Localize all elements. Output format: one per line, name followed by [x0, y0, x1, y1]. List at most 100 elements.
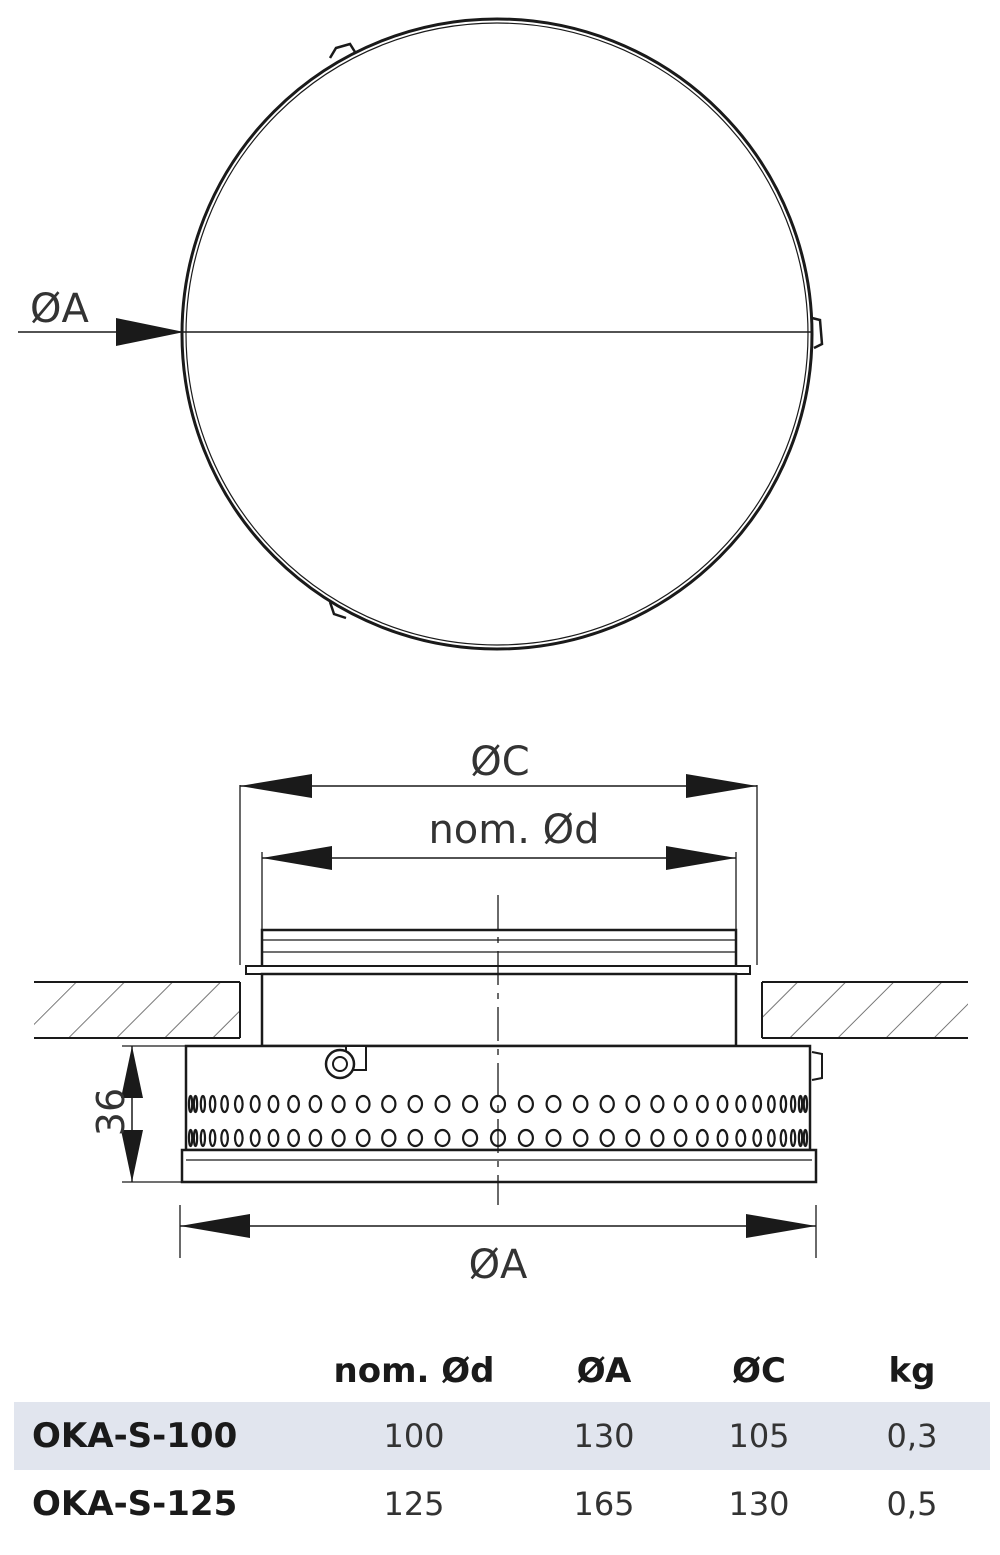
perforation-hole	[572, 1128, 589, 1148]
perforation-hole	[208, 1128, 217, 1148]
perforation-hole	[434, 1128, 451, 1148]
dimension-c: ØC	[240, 739, 757, 798]
dim-a-label: ØA	[469, 1242, 528, 1288]
d-cell: 125	[383, 1485, 445, 1523]
perforation-hole	[267, 1094, 280, 1114]
dimension-height: 36	[89, 1045, 186, 1183]
technical-drawing: ØA ØC nom. Ød	[18, 17, 968, 1288]
perforation-hole	[381, 1128, 397, 1148]
perforation-hole	[673, 1094, 688, 1114]
perforation-hole	[308, 1094, 323, 1114]
perforation-hole	[625, 1128, 641, 1148]
perforation-hole	[220, 1128, 230, 1148]
diameter-arrow	[116, 318, 184, 346]
perforation-hole	[802, 1094, 809, 1114]
top-diameter-label: ØA	[30, 286, 89, 332]
dim-d-label: nom. Ød	[428, 807, 599, 853]
perforation-hole	[287, 1094, 301, 1114]
perforation-hole	[752, 1128, 763, 1148]
perforation-hole	[696, 1094, 709, 1114]
perforation-hole	[249, 1128, 261, 1148]
perforation-hole	[797, 1128, 804, 1148]
clip-tab-top	[328, 42, 357, 59]
spec-table: nom. Ød ØA ØC kg OKA-S-100 100 130 105 0…	[14, 1340, 990, 1538]
perforation-hole	[233, 1128, 244, 1148]
inner-ring	[185, 22, 809, 646]
perforation-hole	[220, 1094, 230, 1114]
perforation-hole	[673, 1128, 688, 1148]
kg-cell: 0,3	[834, 1402, 990, 1470]
top-view: ØA	[18, 17, 824, 651]
perforation-hole	[407, 1128, 424, 1148]
perforation-hole	[779, 1128, 788, 1148]
perforation-hole	[779, 1094, 788, 1114]
table-row: OKA-S-100 100 130 105 0,3	[14, 1402, 990, 1470]
perforation-hole	[752, 1094, 763, 1114]
perforation-hole	[767, 1094, 776, 1114]
side-view: ØC nom. Ød	[34, 739, 968, 1288]
perforation-hole	[434, 1094, 451, 1114]
clip-tab-bottom	[328, 601, 347, 620]
perforation-hole	[797, 1094, 804, 1114]
perforation-hole	[696, 1128, 709, 1148]
clip-tab-right	[811, 316, 824, 350]
header-a: ØA	[576, 1351, 632, 1391]
table-row: OKA-S-125 125 165 130 0,5	[14, 1470, 990, 1538]
perforation-hole	[331, 1128, 346, 1148]
perforation-hole	[625, 1094, 641, 1114]
perforation-hole	[545, 1094, 562, 1114]
perforation-hole	[735, 1128, 747, 1148]
perforation-hole	[572, 1094, 589, 1114]
perforation-hole	[599, 1094, 615, 1114]
perforation-hole	[650, 1128, 665, 1148]
perforation-hole	[545, 1128, 562, 1148]
perforation-hole	[517, 1128, 535, 1148]
d-cell: 100	[304, 1402, 524, 1470]
a-cell: 165	[573, 1485, 635, 1523]
perforation-hole	[331, 1094, 346, 1114]
model-cell: OKA-S-125	[32, 1484, 238, 1524]
perforation-hole	[249, 1094, 261, 1114]
perforation-hole	[381, 1094, 397, 1114]
c-cell: 130	[728, 1485, 790, 1523]
diffuser-body	[180, 1044, 823, 1184]
c-cell: 105	[684, 1402, 834, 1470]
perforation-hole	[599, 1128, 615, 1148]
outer-ring	[180, 17, 814, 651]
ceiling-section	[34, 981, 968, 1039]
perforation-hole	[407, 1094, 424, 1114]
perforation-hole	[287, 1128, 301, 1148]
perforation-hole	[355, 1094, 371, 1114]
header-nom-d: nom. Ød	[333, 1351, 495, 1391]
perforation-hole	[199, 1128, 207, 1148]
perforation-hole	[192, 1094, 199, 1114]
perforation-hole	[355, 1128, 371, 1148]
dim-height-label: 36	[89, 1088, 133, 1136]
perforation-hole	[650, 1094, 665, 1114]
perforation-hole	[199, 1094, 207, 1114]
perforation-hole	[462, 1094, 479, 1114]
perforation-hole	[187, 1128, 194, 1148]
dim-c-label: ØC	[470, 739, 529, 785]
perforation-hole	[187, 1094, 194, 1114]
perforation-hole	[267, 1128, 280, 1148]
a-cell: 130	[524, 1402, 684, 1470]
perforation-hole	[716, 1128, 729, 1148]
header-model	[14, 1340, 304, 1402]
dimension-d: nom. Ød	[262, 807, 736, 870]
perforation-hole	[767, 1128, 776, 1148]
perforation-hole	[517, 1094, 535, 1114]
perforation-hole	[192, 1128, 199, 1148]
perforation-hole	[716, 1094, 729, 1114]
perforation-hole	[233, 1094, 244, 1114]
perforation-hole	[462, 1128, 479, 1148]
perforation-hole	[308, 1128, 323, 1148]
perforation-hole	[789, 1128, 797, 1148]
perforation-hole	[802, 1128, 809, 1148]
dimension-a: ØA	[179, 1205, 817, 1288]
perforation-hole	[735, 1094, 747, 1114]
header-kg: kg	[888, 1351, 936, 1391]
header-c: ØC	[732, 1351, 786, 1391]
kg-cell: 0,5	[886, 1485, 938, 1523]
perforation-hole	[208, 1094, 217, 1114]
